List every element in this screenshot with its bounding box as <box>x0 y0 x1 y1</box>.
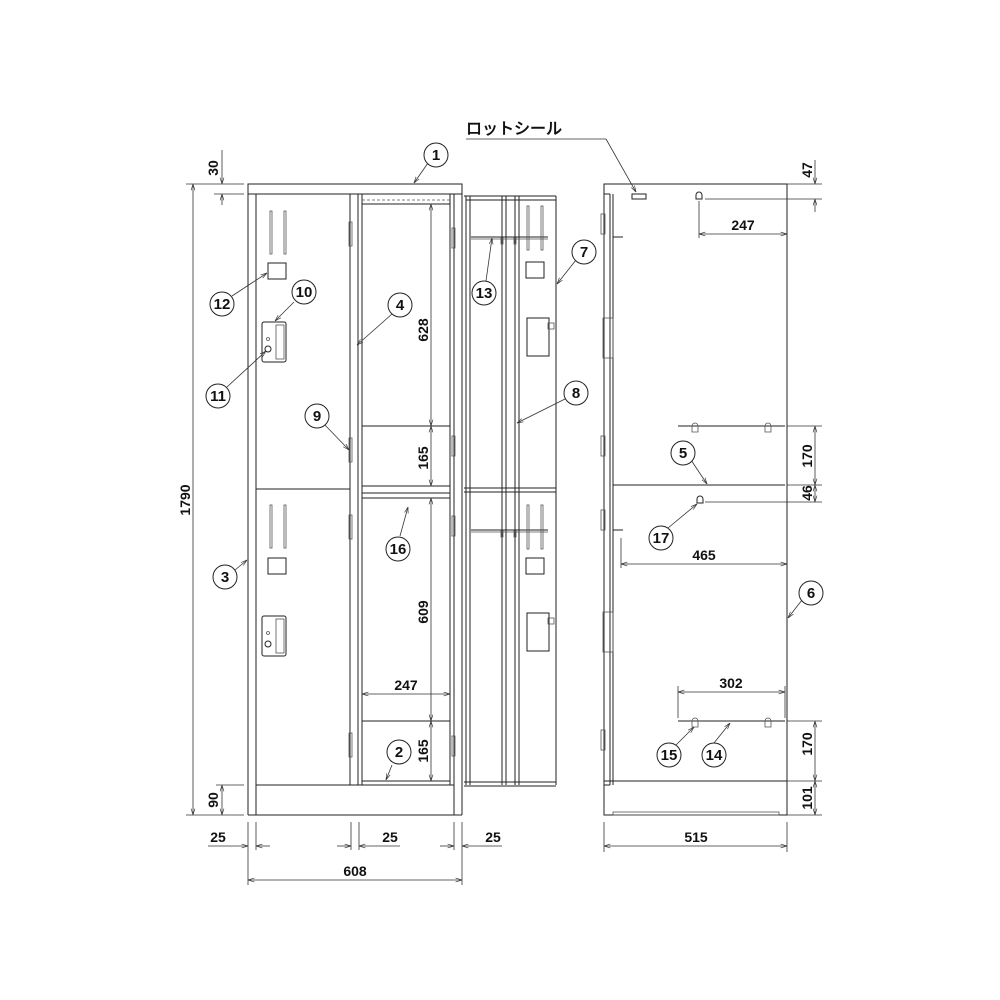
callout-14 <box>701 742 727 768</box>
dim-side-top-offset: 47 <box>799 162 815 178</box>
dim-total-height: 1790 <box>177 484 193 515</box>
dim-side-shelf-offset: 46 <box>799 485 815 501</box>
dim-side-mid: 25 <box>382 829 398 845</box>
svg-text:12: 12 <box>214 296 231 313</box>
dim-side-left: 25 <box>210 829 226 845</box>
svg-text:15: 15 <box>661 747 678 764</box>
callout-1 <box>423 142 449 168</box>
dim-side-base: 101 <box>799 786 815 810</box>
svg-text:16: 16 <box>390 541 407 558</box>
vent-slot <box>283 504 287 549</box>
dim-side-upper-shelf: 170 <box>799 444 815 468</box>
dim-inner-width: 247 <box>394 677 418 693</box>
side-callouts: 5 6 14 15 17 <box>648 440 824 768</box>
front-callouts: 1 2 3 4 9 10 11 12 13 <box>205 142 597 780</box>
svg-text:2: 2 <box>395 744 403 761</box>
name-plate <box>267 557 287 575</box>
callout-6 <box>798 580 824 606</box>
svg-text:9: 9 <box>313 408 321 425</box>
svg-text:5: 5 <box>679 445 687 462</box>
dim-upper-compartment: 628 <box>415 318 431 342</box>
dim-lower-shelf-gap: 165 <box>415 739 431 763</box>
callout-16 <box>385 536 411 562</box>
lot-seal <box>631 193 647 200</box>
svg-text:4: 4 <box>396 297 405 314</box>
callout-15 <box>656 742 682 768</box>
dim-side-rod-depth: 465 <box>692 547 716 563</box>
svg-text:3: 3 <box>221 569 229 586</box>
side-dimensions: 47 247 170 46 465 302 <box>603 160 822 852</box>
left-door-upper <box>256 194 353 785</box>
svg-text:13: 13 <box>476 285 493 302</box>
dim-total-width: 608 <box>343 863 367 879</box>
dim-base-height: 90 <box>205 792 221 808</box>
dim-side-right: 25 <box>485 829 501 845</box>
lot-seal-label: ロットシール <box>466 119 636 192</box>
callout-13 <box>471 280 497 306</box>
callout-11 <box>205 383 231 409</box>
dim-lower-compartment: 609 <box>415 600 431 624</box>
callout-4 <box>387 292 413 318</box>
key-cylinder-icon <box>264 345 272 353</box>
front-dimensions: 30 1790 90 628 165 609 165 247 <box>177 150 502 885</box>
dim-total-depth: 515 <box>684 829 708 845</box>
vent-slot <box>283 210 287 255</box>
dim-side-lower-shelf: 170 <box>799 732 815 756</box>
svg-text:10: 10 <box>296 284 313 301</box>
dim-top-frame: 30 <box>205 160 221 176</box>
dim-side-hook-depth: 247 <box>731 217 755 233</box>
side-panel <box>603 183 788 816</box>
callout-2 <box>386 739 412 765</box>
handle-lock <box>261 321 287 363</box>
callout-17 <box>648 525 674 551</box>
dim-side-lower-shelf-depth: 302 <box>719 675 743 691</box>
svg-text:1: 1 <box>432 147 440 164</box>
svg-text:7: 7 <box>580 244 588 261</box>
hook-icon <box>696 495 704 504</box>
svg-text:17: 17 <box>653 530 670 547</box>
callout-3 <box>212 564 238 590</box>
lot-seal-text: ロットシール <box>466 119 562 138</box>
name-plate <box>267 262 287 280</box>
side-view: 47 247 170 46 465 302 <box>466 119 824 852</box>
handle-lock <box>261 615 287 657</box>
top-frame <box>247 183 463 195</box>
callout-8 <box>563 380 589 406</box>
vent-slot <box>269 210 273 255</box>
hook-icon <box>695 191 703 200</box>
callout-7 <box>571 239 597 265</box>
front-view: 30 1790 90 628 165 609 165 247 <box>177 142 597 885</box>
callout-5 <box>670 440 696 466</box>
key-cylinder-icon <box>264 640 272 648</box>
callout-10 <box>291 279 317 305</box>
callout-9 <box>304 403 330 429</box>
open-compartment <box>357 194 456 785</box>
vent-slot <box>269 504 273 549</box>
dim-upper-shelf-gap: 165 <box>415 446 431 470</box>
svg-text:11: 11 <box>210 388 226 405</box>
open-door <box>464 195 557 787</box>
left-door-lower <box>261 504 353 758</box>
svg-text:6: 6 <box>807 585 815 602</box>
callout-12 <box>209 291 235 317</box>
svg-text:8: 8 <box>572 385 580 402</box>
svg-text:14: 14 <box>706 747 723 764</box>
